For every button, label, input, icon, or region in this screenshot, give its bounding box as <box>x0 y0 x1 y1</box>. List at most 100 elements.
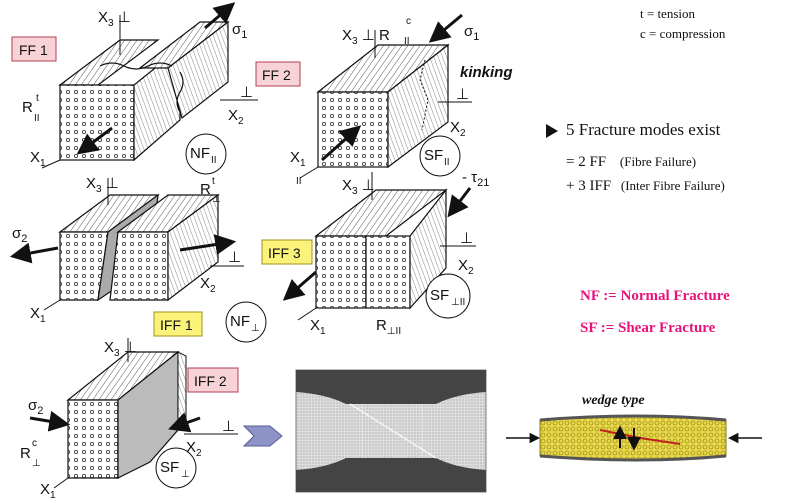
iff3-perp-mark: ⊥ <box>460 230 473 247</box>
iff2-front <box>67 399 119 479</box>
ff1-tag: FF 1 <box>19 42 48 58</box>
iff2-r-c: c <box>32 438 37 449</box>
ff2-r-c: c <box>406 16 411 27</box>
iff3-x1-label: X1 <box>310 317 326 337</box>
ff2-x1-axis <box>299 166 319 179</box>
iff2-shear-face <box>117 350 179 479</box>
ff2-x1-par: II <box>296 176 302 187</box>
definition-nf: NF := Normal Fracture <box>580 288 730 304</box>
arrow-tab-icon <box>242 425 283 447</box>
ff1-r-par: II <box>34 113 40 124</box>
iff3-front-right <box>365 235 411 309</box>
summary-ff-desc: (Fibre Failure) <box>619 154 697 169</box>
iff1-x3-label: X3 ⊥ <box>86 175 119 195</box>
iff3-mode-sub: ⊥II <box>451 297 465 308</box>
iff2-sigma2-arrow <box>29 410 71 432</box>
iff3-load-arrow <box>282 270 317 301</box>
iff3-x2-label: X2 <box>458 257 474 277</box>
summary-iff-desc: (Inter Fibre Failure) <box>620 178 725 193</box>
ff1-x2-label: X2 <box>228 107 244 127</box>
ff1-fracture-edge-2 <box>176 71 184 113</box>
iff2-sigma2-label: σ2 <box>28 397 43 417</box>
ff2-tag: FF 2 <box>262 67 291 83</box>
ff1-fracture-edge <box>99 62 173 70</box>
iff2-r-label: R <box>20 445 31 462</box>
iff2-tag-box <box>187 367 239 393</box>
ff2-side <box>387 43 449 169</box>
ff2-mode-sub: II <box>444 157 450 168</box>
ff2-r-par: II <box>404 36 410 47</box>
ff2-tag-box <box>255 61 301 87</box>
iff3-tag-box <box>261 239 313 265</box>
ff1-x1-arrow <box>76 126 113 155</box>
iff2-perp-mark: ⊥ <box>222 418 235 435</box>
wedge-caption: wedge type <box>582 393 645 408</box>
ff2-perp-mark: ⊥ <box>456 86 469 103</box>
bullet-triangle-icon <box>546 124 558 138</box>
iff1-r-t: t <box>212 176 215 187</box>
iff2-x1-label: X1 <box>40 481 56 501</box>
iff1-x2-label: X2 <box>200 275 216 295</box>
iff2-tag: IFF 2 <box>194 373 227 389</box>
specimen-grip-bottom <box>296 458 486 492</box>
ff1-x3-label: X3 ⊥ <box>98 9 131 29</box>
iff2-x3-label: X3 ⊥ <box>104 339 137 359</box>
iff1-mode-sub: ⊥ <box>251 323 260 334</box>
iff3-mode-circle <box>425 273 471 319</box>
wedge-type-sketch: wedge type <box>506 393 762 462</box>
ff2-kink-band <box>419 59 429 131</box>
iff1-sigma2-label: σ2 <box>12 225 27 245</box>
iff1-perp-mark: ⊥ <box>228 249 241 266</box>
iff1-mode-label: NF <box>230 313 250 330</box>
definition-sf: SF := Shear Fracture <box>580 320 716 336</box>
ff1-r-label: R <box>22 99 33 116</box>
ff2-kinking-note: kinking <box>460 64 513 81</box>
specimen-grip-top <box>296 370 486 404</box>
summary-ff-line: = 2 FF (Fibre Failure) <box>566 154 696 171</box>
iff2-mode-sub: ⊥ <box>181 469 190 480</box>
wedge-top-ply <box>539 414 727 422</box>
ff2-sigma1-arrow <box>428 13 463 43</box>
panel-ff1: FF 1 X3 ⊥ σ1 ⊥ X2 X1 R t II NF II <box>11 2 258 175</box>
iff1-right-front <box>109 231 169 301</box>
iff1-tag-box <box>153 311 203 337</box>
legend-compression: c = compression <box>640 26 726 41</box>
legend-tension: t = tension <box>640 6 695 21</box>
panel-iff3: IFF 3 X3 ⊥ - τ21 ⊥ X2 X1 R⊥II SF ⊥II <box>261 169 489 337</box>
iff1-mode-circle <box>225 301 267 343</box>
ff1-tag-box <box>11 36 57 62</box>
summary-headline: 5 Fracture modes exist <box>566 120 721 139</box>
iff3-front-left <box>315 235 367 309</box>
iff3-tau-arrow <box>447 187 472 218</box>
ff1-mode-circle <box>185 133 227 175</box>
ff2-x3-label: X3 ⊥ R <box>342 27 390 47</box>
ff2-x1-label: X1 <box>290 149 306 169</box>
specimen-photo <box>295 369 487 493</box>
summary-iff-count: + 3 IFF <box>566 178 612 194</box>
ff1-perp-mark: ⊥ <box>240 84 253 101</box>
ff1-x1-axis <box>41 159 61 169</box>
ff1-mode-sub: II <box>211 155 217 166</box>
iff3-mode-label: SF <box>430 287 449 304</box>
panel-iff1: X3 ⊥ R t ⊥ σ2 ⊥ X2 X1 IFF 1 NF ⊥ <box>9 175 267 343</box>
ff2-mode-label: SF <box>424 147 443 164</box>
ff2-mode-circle <box>419 135 461 177</box>
iff1-x1-axis <box>43 299 61 311</box>
ff2-sigma1-label: σ1 <box>464 23 479 43</box>
iff1-r-label: R <box>200 181 211 198</box>
wedge-bottom-ply <box>539 454 727 462</box>
iff2-mode-circle <box>155 447 197 489</box>
iff3-x1-axis <box>297 307 317 321</box>
iff1-load-arrow <box>179 234 237 255</box>
ff1-sigma1-arrow <box>204 2 236 30</box>
iff2-side <box>177 351 187 431</box>
iff3-tag: IFF 3 <box>268 245 301 261</box>
iff2-load-arrow <box>168 412 201 433</box>
ff1-left-front <box>59 84 135 161</box>
summary-ff-count: = 2 FF <box>566 154 607 170</box>
iff1-x1-label: X1 <box>30 305 46 325</box>
ff1-x1-label: X1 <box>30 149 46 169</box>
iff1-tag: IFF 1 <box>160 317 193 333</box>
iff1-r-perp: ⊥ <box>212 194 221 205</box>
